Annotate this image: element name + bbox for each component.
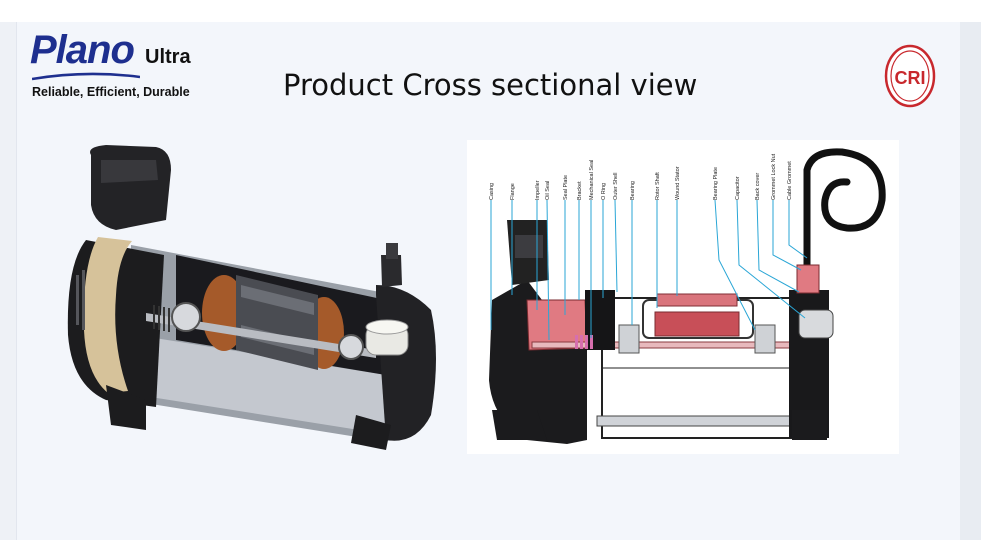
logo-swoosh-icon [32,72,140,81]
label-cable-grommet: Cable Grommet [787,161,793,200]
cri-logo-text: CRI [895,68,926,88]
label-o-ring: O Ring [601,183,607,200]
right-edge [960,22,981,540]
label-grommet-lock-nut: Grommet Lock Nut [771,153,777,200]
label-capacitor: Capacitor [735,176,741,200]
brand-tagline: Reliable, Efficient, Durable [32,85,190,99]
top-strip [0,0,981,22]
brand-name: Plano [30,28,135,72]
pump-cutaway-render [67,145,436,450]
label-bracket: Bracket [577,181,583,200]
label-seal-plate: Seal Plate [563,175,569,200]
label-bearing-plate: Bearing Plate [713,167,719,200]
label-casing: Casing [489,183,495,200]
label-wound-stator: Wound Stator [675,166,681,200]
label-flange: Flange [510,183,516,200]
label-impeller: Impeller [535,180,541,200]
brand-logo: Plano Ultra Reliable, Efficient, Durable [30,28,230,108]
label-bearing: Bearing [630,181,636,200]
page-title: Product Cross sectional view [283,68,698,102]
label-back-cover: Back cover [755,173,761,200]
label-mechanical-seal: Mechanical Seal [589,160,595,200]
cri-logo-icon: CRI [884,44,936,108]
label-oil-seal: Oil Seal [545,181,551,200]
cross-section-drawing: Casing Flange Impeller Oil Seal Seal Pla… [489,148,886,444]
label-rotor-shaft: Rotor Shaft [655,172,661,200]
cross-section-diagram: Casing Flange Impeller Oil Seal Seal Pla… [467,140,899,454]
brand-suffix: Ultra [145,46,191,68]
label-outer-shell: Outer Shell [613,172,619,200]
